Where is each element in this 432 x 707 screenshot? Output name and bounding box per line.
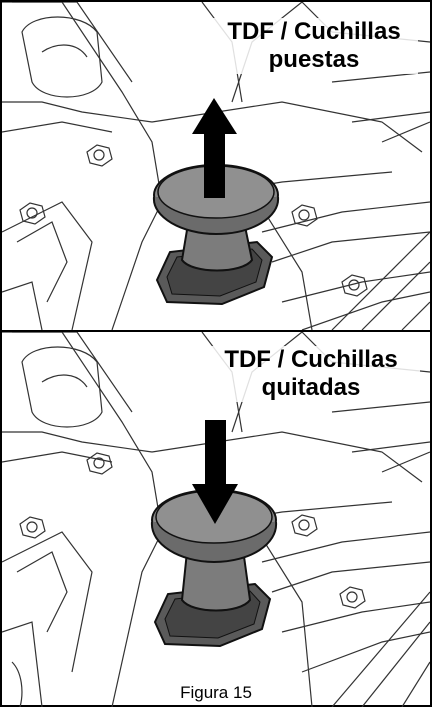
arrow-down-icon bbox=[192, 420, 238, 524]
title-line-1: TDF / Cuchillas bbox=[227, 18, 401, 45]
title-line-1: TDF / Cuchillas bbox=[224, 346, 398, 373]
panel-title-engaged: TDF / Cuchillas puestas bbox=[210, 18, 418, 74]
pto-illustration-engaged bbox=[2, 2, 430, 330]
panel-title-disengaged: TDF / Cuchillas quitadas bbox=[202, 346, 420, 402]
title-line-2: quitadas bbox=[261, 374, 361, 401]
panel-engaged: TDF / Cuchillas puestas bbox=[2, 2, 430, 332]
pto-knob bbox=[152, 164, 280, 272]
arrow-up-icon bbox=[192, 98, 237, 198]
panel-disengaged: TDF / Cuchillas quitadas Figura 15 bbox=[2, 332, 430, 707]
figure-caption: Figura 15 bbox=[180, 683, 252, 702]
title-line-2: puestas bbox=[268, 46, 360, 73]
pto-illustration-disengaged bbox=[2, 332, 430, 707]
